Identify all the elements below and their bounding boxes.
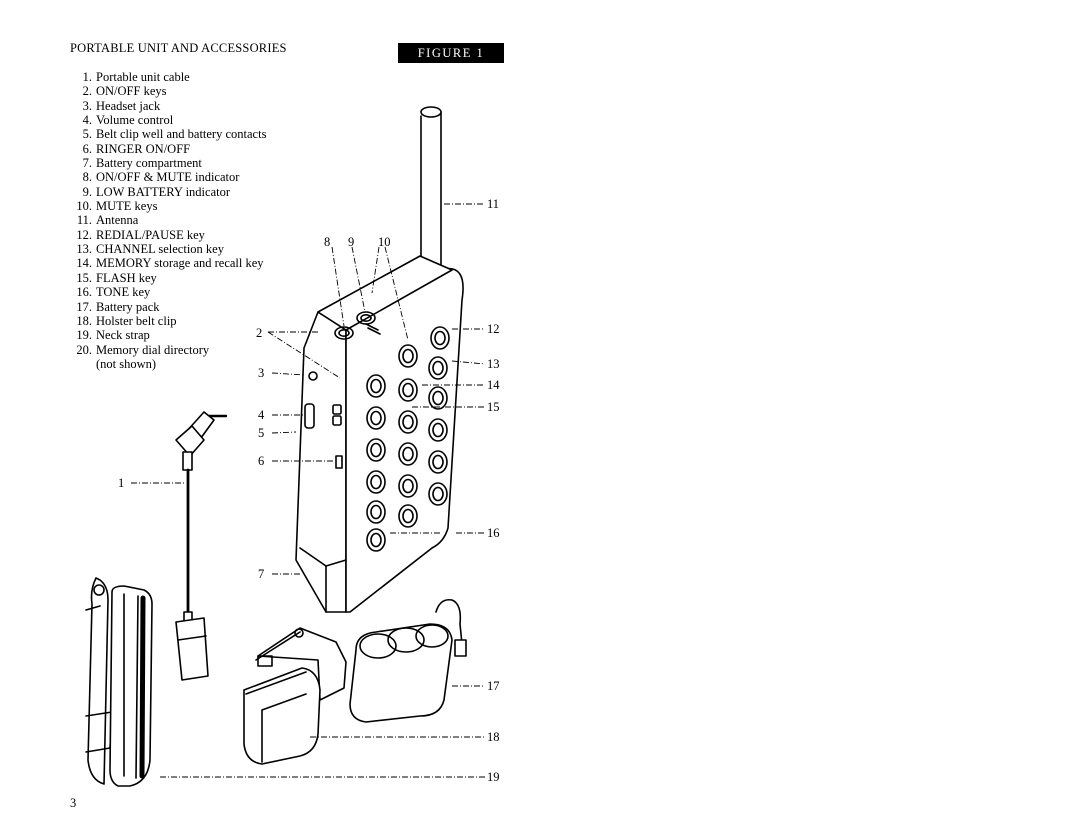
legend-item: 13.CHANNEL selection key xyxy=(76,242,224,257)
legend-item: 9.LOW BATTERY indicator xyxy=(82,184,231,199)
page-number: 3 xyxy=(70,796,77,810)
callout-3: 3 xyxy=(258,366,264,380)
legend-item: 10.MUTE keys xyxy=(76,199,158,214)
legend-item: 16.TONE key xyxy=(76,285,151,300)
legend-item: 19.Neck strap xyxy=(76,328,150,343)
callout-15: 15 xyxy=(487,400,500,414)
callout-10: 10 xyxy=(378,235,391,249)
section-title: PORTABLE UNIT AND ACCESSORIES xyxy=(70,41,287,55)
callout-14: 14 xyxy=(487,378,500,392)
callout-8: 8 xyxy=(324,235,330,249)
callout-19: 19 xyxy=(487,770,500,784)
legend-item: 7.Battery compartment xyxy=(82,156,202,171)
legend-item: 11.Antenna xyxy=(76,213,139,228)
callout-2: 2 xyxy=(256,326,262,340)
legend-item-continuation: (not shown) xyxy=(96,356,157,371)
legend-item: 6.RINGER ON/OFF xyxy=(82,141,191,156)
holster-clip-drawing xyxy=(243,627,347,765)
neck-strap-drawing xyxy=(85,577,153,787)
legend-item: 15.FLASH key xyxy=(76,270,157,285)
legend-item: 17.Battery pack xyxy=(76,299,160,314)
legend-item: 3.Headset jack xyxy=(82,98,161,113)
legend-item: 18.Holster belt clip xyxy=(76,313,177,328)
parts-legend: 1.Portable unit cable 2.ON/OFF keys 3.He… xyxy=(70,70,266,371)
legend-item: 8.ON/OFF & MUTE indicator xyxy=(82,170,240,185)
legend-item: 12.REDIAL/PAUSE key xyxy=(76,227,205,242)
keypad-drawing xyxy=(366,326,450,552)
callout-4: 4 xyxy=(258,408,265,422)
callout-11: 11 xyxy=(487,197,499,211)
callout-16: 16 xyxy=(487,526,500,540)
callout-5: 5 xyxy=(258,426,264,440)
legend-item: 4.Volume control xyxy=(82,113,174,128)
cable-drawing xyxy=(175,411,228,681)
callout-6: 6 xyxy=(258,454,264,468)
callout-1: 1 xyxy=(118,476,124,490)
phone-body-drawing xyxy=(295,255,464,613)
legend-item: 2.ON/OFF keys xyxy=(82,84,167,99)
callout-13: 13 xyxy=(487,357,500,371)
callout-17: 17 xyxy=(487,679,500,693)
callout-12: 12 xyxy=(487,322,500,336)
callout-9: 9 xyxy=(348,235,354,249)
battery-pack-drawing xyxy=(349,598,467,723)
callout-18: 18 xyxy=(487,730,500,744)
legend-item: 14.MEMORY storage and recall key xyxy=(76,256,264,271)
legend-item: 1.Portable unit cable xyxy=(82,70,190,84)
legend-item: 5.Belt clip well and battery contacts xyxy=(82,127,267,142)
legend-item: 20.Memory dial directory xyxy=(76,342,210,357)
antenna-drawing xyxy=(420,106,442,277)
figure-label: FIGURE 1 xyxy=(398,43,504,63)
callout-7: 7 xyxy=(258,567,264,581)
